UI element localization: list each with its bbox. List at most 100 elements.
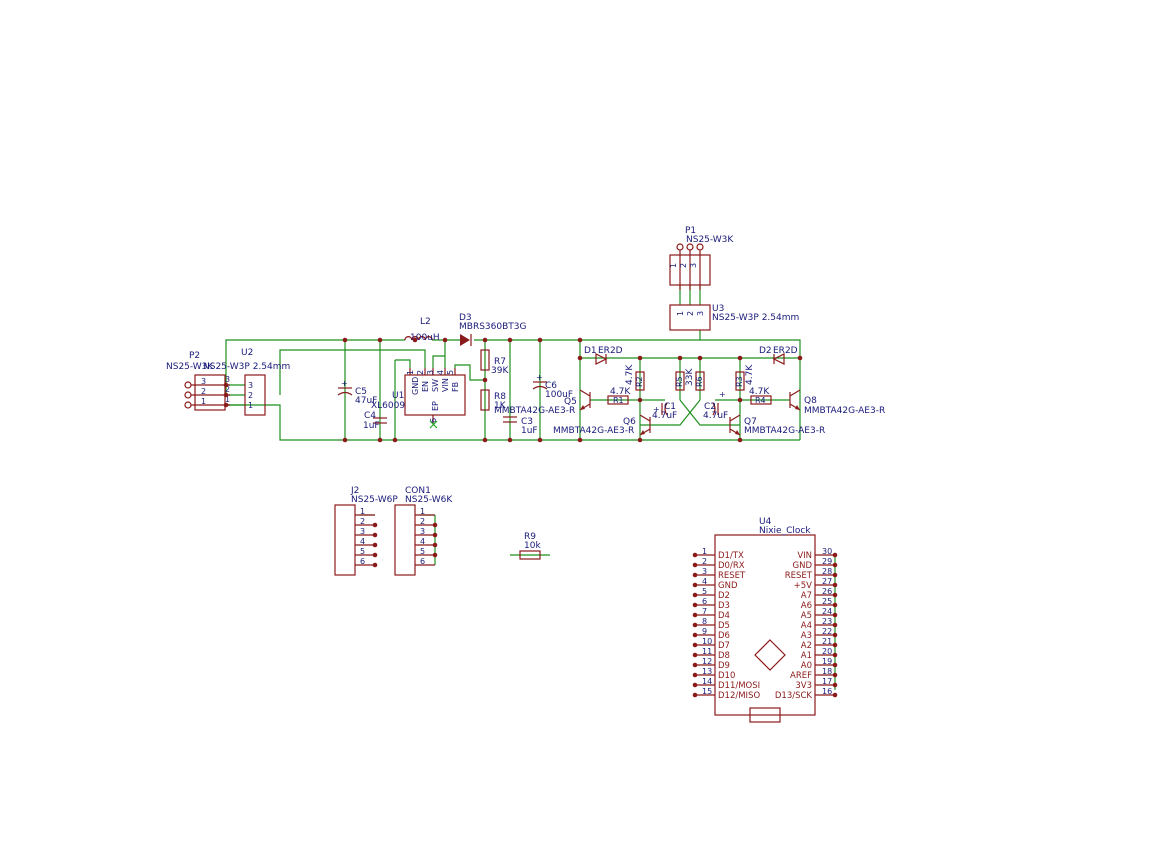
l2-value: 100uH [410,333,440,343]
j2-pin-num: 6 [360,557,365,566]
u1-pin-num: 5 [446,370,455,375]
p1-value: NS25-W3K [686,235,734,245]
u4-pin-num: 18 [822,667,832,676]
u1-body [404,374,466,416]
j2-pin-num: 2 [360,517,365,526]
pin-end-dot [692,682,698,688]
u3-ref: U3 [712,304,724,314]
u1-pin-num: 1 [406,370,415,375]
u4-pin-num: 22 [822,627,832,636]
junction-dot [637,437,643,443]
u4-pin-num: 4 [702,577,707,586]
d1-ref: D1 [584,346,597,356]
d3-value: MBRS360BT3G [459,322,526,332]
pin-end-dot [832,692,838,698]
resistor-r9: R9 10k [519,532,541,560]
p2-ref: P2 [189,351,200,361]
resistor-r5: R5 [675,371,685,391]
c1-plate [664,402,668,416]
c4-value: 1uF [363,421,380,431]
u2-outer-pin-num: 2 [225,385,230,394]
r6-ref: R6 [695,376,704,387]
junction-dot [223,382,229,388]
junction-dot [223,392,229,398]
r4-value: 4.7K [749,387,770,397]
pin-end-dot [832,672,838,678]
p2-value: NS25-W3K [166,362,214,372]
pin-end-dot [832,612,838,618]
u4-pin-label: VIN [797,551,812,561]
con1-pin-num: 2 [420,517,425,526]
u4-pin-label: RESET [718,571,746,581]
u1-pin-num: 6 [429,418,438,423]
q5-collector [579,389,591,397]
junctions [223,337,803,443]
u4-pin-num: 5 [702,587,707,596]
u4-pin-label: A0 [801,661,812,671]
u4-pin-num: 12 [702,657,712,666]
u2-pin-num: 1 [248,401,253,410]
u4-pin-num: 3 [702,567,707,576]
u4-pin-num: 20 [822,647,832,656]
junction-dot [737,437,743,443]
pin-end-dot [692,662,698,668]
con1-value: NS25-W6K [405,495,453,505]
capacitor-c5: + C5 47uF [337,379,377,406]
c6-ref: C6 [545,381,557,391]
p2-pin-circle [184,381,192,389]
u4-pin-label: A7 [801,591,812,601]
c1-ref: C1 [664,402,676,412]
u4-pin-label: D2 [718,591,730,601]
u1-pin-label: GND [411,377,420,395]
d3-triangle [460,334,470,346]
q5-value: MMBTA42G-AE3-R [494,406,575,416]
connector-p2: P2 NS25-W3K 3 2 1 [166,351,230,411]
no-connect-icon [429,420,438,429]
resistor-r3: R3 4.7K [735,364,755,391]
j2-pin-num: 5 [360,547,365,556]
wire [580,330,701,341]
r5-ref: R5 [675,376,684,387]
c4-ref: C4 [364,411,376,421]
u4-pin-label: 3V3 [795,681,812,691]
l2-ref: L2 [420,317,431,327]
capacitor-c3: C3 1uF [503,416,538,436]
junction-dot [432,532,438,538]
u4-pin-num: 27 [822,577,832,586]
junction-dot [482,377,488,383]
junction-dot [507,337,513,343]
u4-pin-label: A3 [801,631,812,641]
junction-dot [577,355,583,361]
r3-body [735,371,745,391]
u4-pin-label: GND [793,561,813,571]
q8-ref: Q8 [804,396,817,406]
u4-value: Nixie_Clock [759,526,811,536]
u4-pin-label: D13/SCK [775,691,813,701]
q8-collector [789,389,801,397]
j2-ref: J2 [350,486,359,496]
u4-pin-label: D11/MOSI [718,681,760,691]
wire [640,399,701,426]
pin-end-dot [832,552,838,558]
q6-value: MMBTA42G-AE3-R [553,426,634,436]
transistor-q8: Q8 MMBTA42G-AE3-R [789,389,885,416]
u4-pin-num: 23 [822,617,832,626]
u4-pin-num: 8 [702,617,707,626]
c6-plate [532,385,548,390]
junction-dot [342,437,348,443]
con1-body [394,504,416,576]
q5-arrow-icon [580,405,585,410]
polarity-plus-icon: + [653,405,660,414]
pin-end-dot [832,652,838,658]
pin-end-dot [832,582,838,588]
junction-dot [342,337,348,343]
r9-body [519,550,541,560]
j2-value: NS25-W6P [351,495,398,505]
u4-pin-label: RESET [785,571,813,581]
u4-pin-label: A2 [801,641,812,651]
u4-pin-label: A6 [801,601,812,611]
u4-pin-label: D9 [718,661,730,671]
r6-body [695,371,705,391]
diode-d2: D2 ER2D [759,346,798,365]
